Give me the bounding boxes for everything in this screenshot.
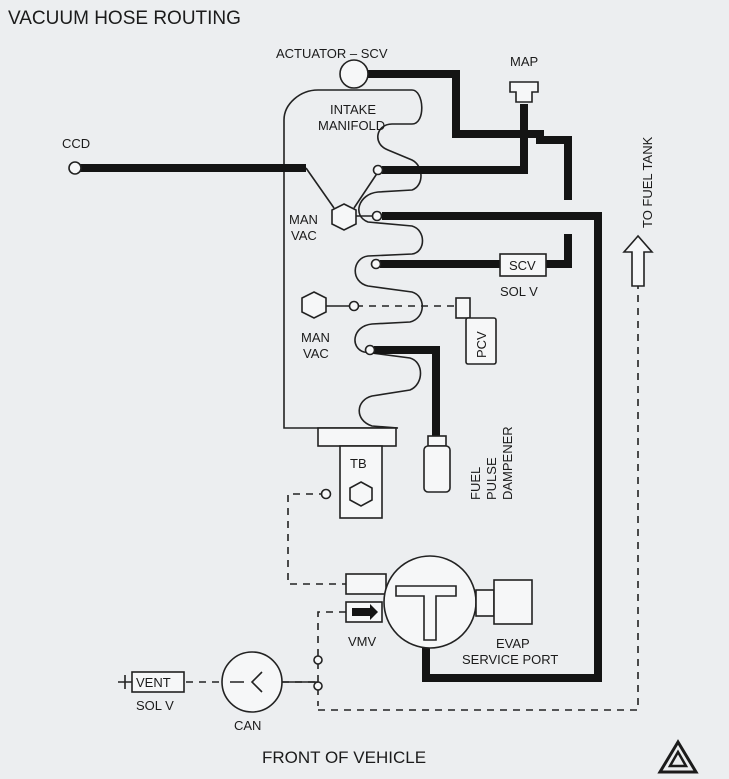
- vmv-junction-upper: [313, 655, 323, 665]
- intake-manifold-label-1: INTAKE: [330, 102, 376, 117]
- ccd-port: [68, 161, 82, 175]
- throttle-body-base: [317, 427, 397, 447]
- can-label: CAN: [234, 718, 261, 733]
- man-vac-lower-label-2: VAC: [303, 346, 329, 361]
- hose-scv-solenoid-out: [546, 234, 572, 268]
- dampener-nipple: [427, 435, 447, 447]
- pcv-fitting: [455, 297, 471, 319]
- to-fuel-tank-label: TO FUEL TANK: [640, 136, 655, 228]
- vent-label: VENT: [136, 675, 171, 690]
- to-fuel-tank-arrow: [622, 234, 654, 287]
- scv-sol-v-label: SOL V: [500, 284, 538, 299]
- canister-internal-lines: [230, 671, 263, 693]
- vmv-t-fitting: [395, 585, 457, 641]
- diagram-title: VACUUM HOSE ROUTING: [8, 8, 241, 29]
- pulse-label: PULSE: [484, 457, 499, 500]
- fuel-label: FUEL: [468, 467, 483, 500]
- pcv-manifold-port: [348, 300, 360, 312]
- man-vac-lower-hexagon: [301, 291, 327, 319]
- man-vac-upper-port: [371, 210, 383, 222]
- vent-sol-v-label: SOL V: [136, 698, 174, 713]
- vmv-junction-lower: [313, 681, 323, 691]
- ccd-label: CCD: [62, 136, 90, 151]
- map-label: MAP: [510, 54, 538, 69]
- fuel-tank-dashed: [318, 286, 639, 711]
- tb-port-hexagon: [349, 481, 373, 507]
- evap-service-port: [493, 579, 533, 625]
- pcv-valve: [465, 317, 497, 365]
- hose-actuator-scv: [364, 70, 572, 200]
- hose-fuel-pulse-dampener: [374, 346, 440, 436]
- scv-label: SCV: [509, 258, 536, 273]
- tb-label: TB: [350, 456, 367, 471]
- actuator-scv-port: [339, 59, 369, 89]
- actuator-scv-label: ACTUATOR – SCV: [276, 46, 388, 61]
- man-vac-upper-branches: [305, 167, 379, 209]
- man-vac-lower-label-1: MAN: [301, 330, 330, 345]
- map-sensor: [509, 81, 539, 103]
- fuel-pulse-dampener: [423, 445, 451, 493]
- front-of-vehicle-label: FRONT OF VEHICLE: [262, 748, 426, 767]
- dampener-label: DAMPENER: [500, 426, 515, 500]
- manufacturer-logo: [657, 739, 699, 774]
- hose-evap-long: [382, 212, 602, 682]
- purge-inlet-fitting: [345, 573, 387, 595]
- man-vac-upper-hexagon: [331, 203, 357, 231]
- tb-purge-dashed: [287, 493, 346, 585]
- map-manifold-port: [372, 164, 384, 176]
- vmv-flow-arrow: [352, 604, 378, 620]
- pcv-label: PCV: [474, 331, 489, 358]
- man-vac-upper-label-1: MAN: [289, 212, 318, 227]
- scv-manifold-port: [370, 258, 382, 270]
- service-port-label: SERVICE PORT: [462, 652, 558, 667]
- tb-vac-port: [320, 488, 332, 500]
- intake-manifold-outline: [283, 89, 424, 429]
- vent-plus-sign: [118, 675, 132, 689]
- man-vac-upper-label-2: VAC: [291, 228, 317, 243]
- hose-map: [382, 104, 528, 174]
- intake-manifold-label-2: MANIFOLD: [318, 118, 385, 133]
- scv-solenoid: [499, 253, 547, 277]
- vent-solenoid: [131, 671, 185, 693]
- vmv-dashed: [317, 611, 346, 706]
- evap-label: EVAP: [496, 636, 530, 651]
- evap-port-stem: [475, 589, 495, 617]
- man-vac-lower-port: [364, 344, 376, 356]
- vmv-label: VMV: [348, 634, 377, 649]
